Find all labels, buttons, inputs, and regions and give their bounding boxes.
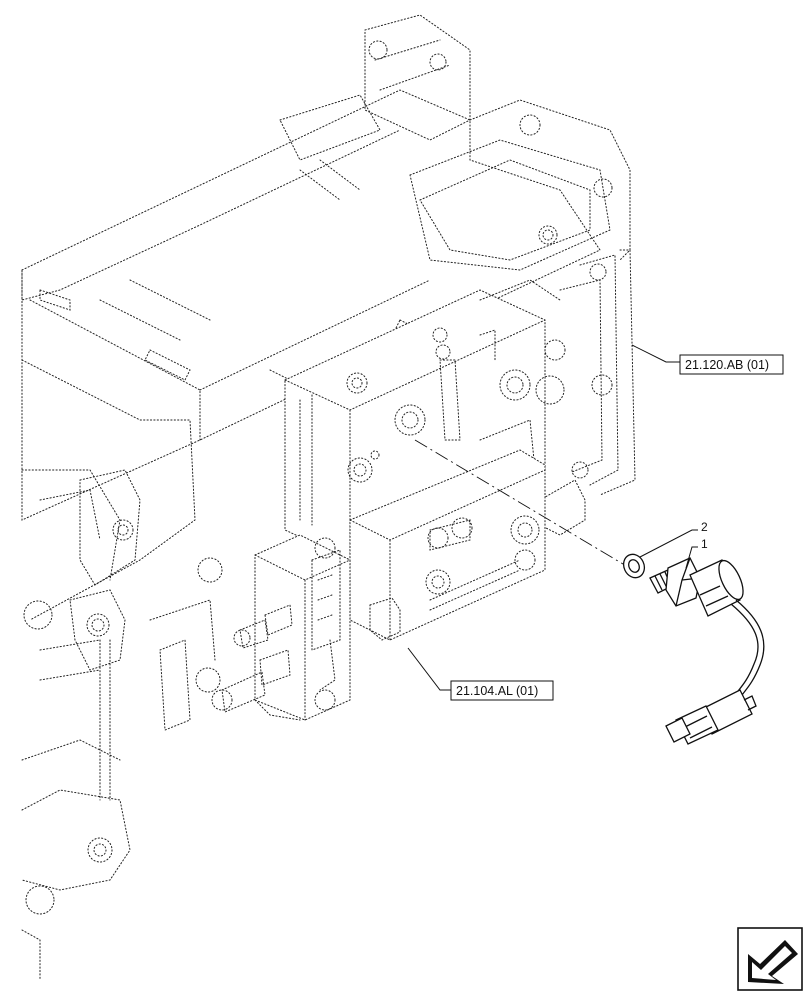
ref-label-21-120-ab[interactable]: 21.120.AB (01) (631, 344, 784, 375)
callout-1: 1 (685, 537, 708, 569)
callout-2: 2 (639, 520, 708, 558)
valve-block (195, 279, 589, 721)
callout-number-2: 2 (701, 520, 708, 534)
arrow-icon[interactable] (737, 927, 803, 991)
ref-text-21-104-al: 21.104.AL (01) (456, 684, 538, 698)
ref-text-21-120-ab: 21.120.AB (01) (685, 358, 769, 372)
installation-axis (414, 439, 629, 568)
pressure-sensor[interactable] (649, 557, 765, 745)
callout-number-1: 1 (701, 537, 708, 551)
transmission-housing (21, 14, 636, 981)
ref-label-21-104-al[interactable]: 21.104.AL (01) (407, 647, 554, 701)
sealing-washer[interactable] (620, 551, 648, 581)
